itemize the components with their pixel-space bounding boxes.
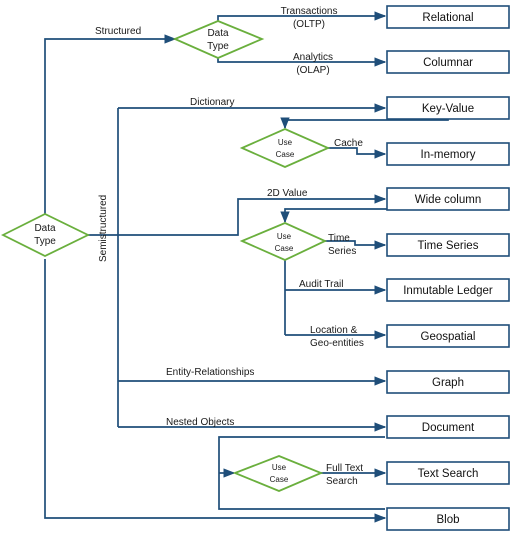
usecase-search-line1: Use xyxy=(272,463,287,472)
label-audit-trail: Audit Trail xyxy=(299,279,343,290)
label-2d-value: 2D Value xyxy=(267,188,308,199)
label-time-series-line1: Time xyxy=(328,233,350,244)
branch-labels: Structured Semistructured Transactions (… xyxy=(95,6,364,487)
label-structured: Structured xyxy=(95,26,141,37)
label-analytics-line2: (OLAP) xyxy=(296,65,329,76)
box-key-value: Key-Value xyxy=(386,96,510,120)
box-graph-label: Graph xyxy=(432,377,464,389)
box-in-memory: In-memory xyxy=(386,142,510,166)
label-full-text-line2: Search xyxy=(326,476,358,487)
root-diamond: Data Type xyxy=(0,212,91,258)
box-in-memory-label: In-memory xyxy=(421,149,476,161)
structured-diamond-line1: Data xyxy=(207,28,229,39)
connector-root-blob xyxy=(44,259,387,523)
label-transactions-line2: (OLTP) xyxy=(293,19,325,30)
box-time-series: Time Series xyxy=(386,233,510,257)
box-wide-column: Wide column xyxy=(386,187,510,211)
connector-root-structured xyxy=(44,34,177,217)
connector-2d-value xyxy=(118,194,387,236)
root-diamond-line2: Type xyxy=(34,236,56,247)
usecase-time-line2: Case xyxy=(275,244,294,253)
label-cache: Cache xyxy=(334,138,363,149)
box-relational: Relational xyxy=(386,5,510,29)
connector-time-series xyxy=(325,240,387,250)
box-text-search: Text Search xyxy=(386,461,510,485)
box-blob: Blob xyxy=(386,507,510,531)
label-nested-objects: Nested Objects xyxy=(166,417,234,428)
label-transactions-line1: Transactions xyxy=(281,6,338,17)
box-immutable-ledger-label: Inmutable Ledger xyxy=(403,285,493,297)
box-document-label: Document xyxy=(422,422,475,434)
usecase-time-line1: Use xyxy=(277,232,292,241)
box-columnar-label: Columnar xyxy=(423,57,473,69)
usecase-time-diamond: Use Case xyxy=(239,222,328,261)
box-geospatial-label: Geospatial xyxy=(421,331,476,343)
box-time-series-label: Time Series xyxy=(418,240,479,252)
label-location-line2: Geo-entities xyxy=(310,338,364,349)
usecase-cache-diamond: Use Case xyxy=(239,128,331,168)
connectors xyxy=(44,11,449,523)
usecase-search-line2: Case xyxy=(270,475,289,484)
box-relational-label: Relational xyxy=(422,12,473,24)
usecase-cache-line1: Use xyxy=(278,138,293,147)
box-columnar: Columnar xyxy=(386,50,510,74)
label-analytics-line1: Analytics xyxy=(293,52,333,63)
box-graph: Graph xyxy=(386,370,510,394)
label-dictionary: Dictionary xyxy=(190,97,234,108)
structured-diamond: Data Type xyxy=(172,20,265,59)
structured-diamond-line2: Type xyxy=(207,41,229,52)
box-immutable-ledger: Inmutable Ledger xyxy=(386,278,510,302)
box-blob-label: Blob xyxy=(436,514,459,526)
label-entity-relationships: Entity-Relationships xyxy=(166,367,254,378)
root-diamond-line1: Data xyxy=(34,223,56,234)
box-document: Document xyxy=(386,415,510,439)
label-full-text-line1: Full Text xyxy=(326,463,363,474)
label-semistructured: Semistructured xyxy=(98,195,109,262)
box-text-search-label: Text Search xyxy=(418,468,479,480)
label-location-line1: Location & xyxy=(310,325,358,336)
usecase-search-diamond: Use Case xyxy=(232,455,324,492)
usecase-cache-line2: Case xyxy=(276,150,295,159)
connector-cache xyxy=(328,147,387,159)
label-time-series-line2: Series xyxy=(328,246,356,257)
box-geospatial: Geospatial xyxy=(386,324,510,348)
box-wide-column-label: Wide column xyxy=(415,194,481,206)
box-key-value-label: Key-Value xyxy=(422,103,474,115)
